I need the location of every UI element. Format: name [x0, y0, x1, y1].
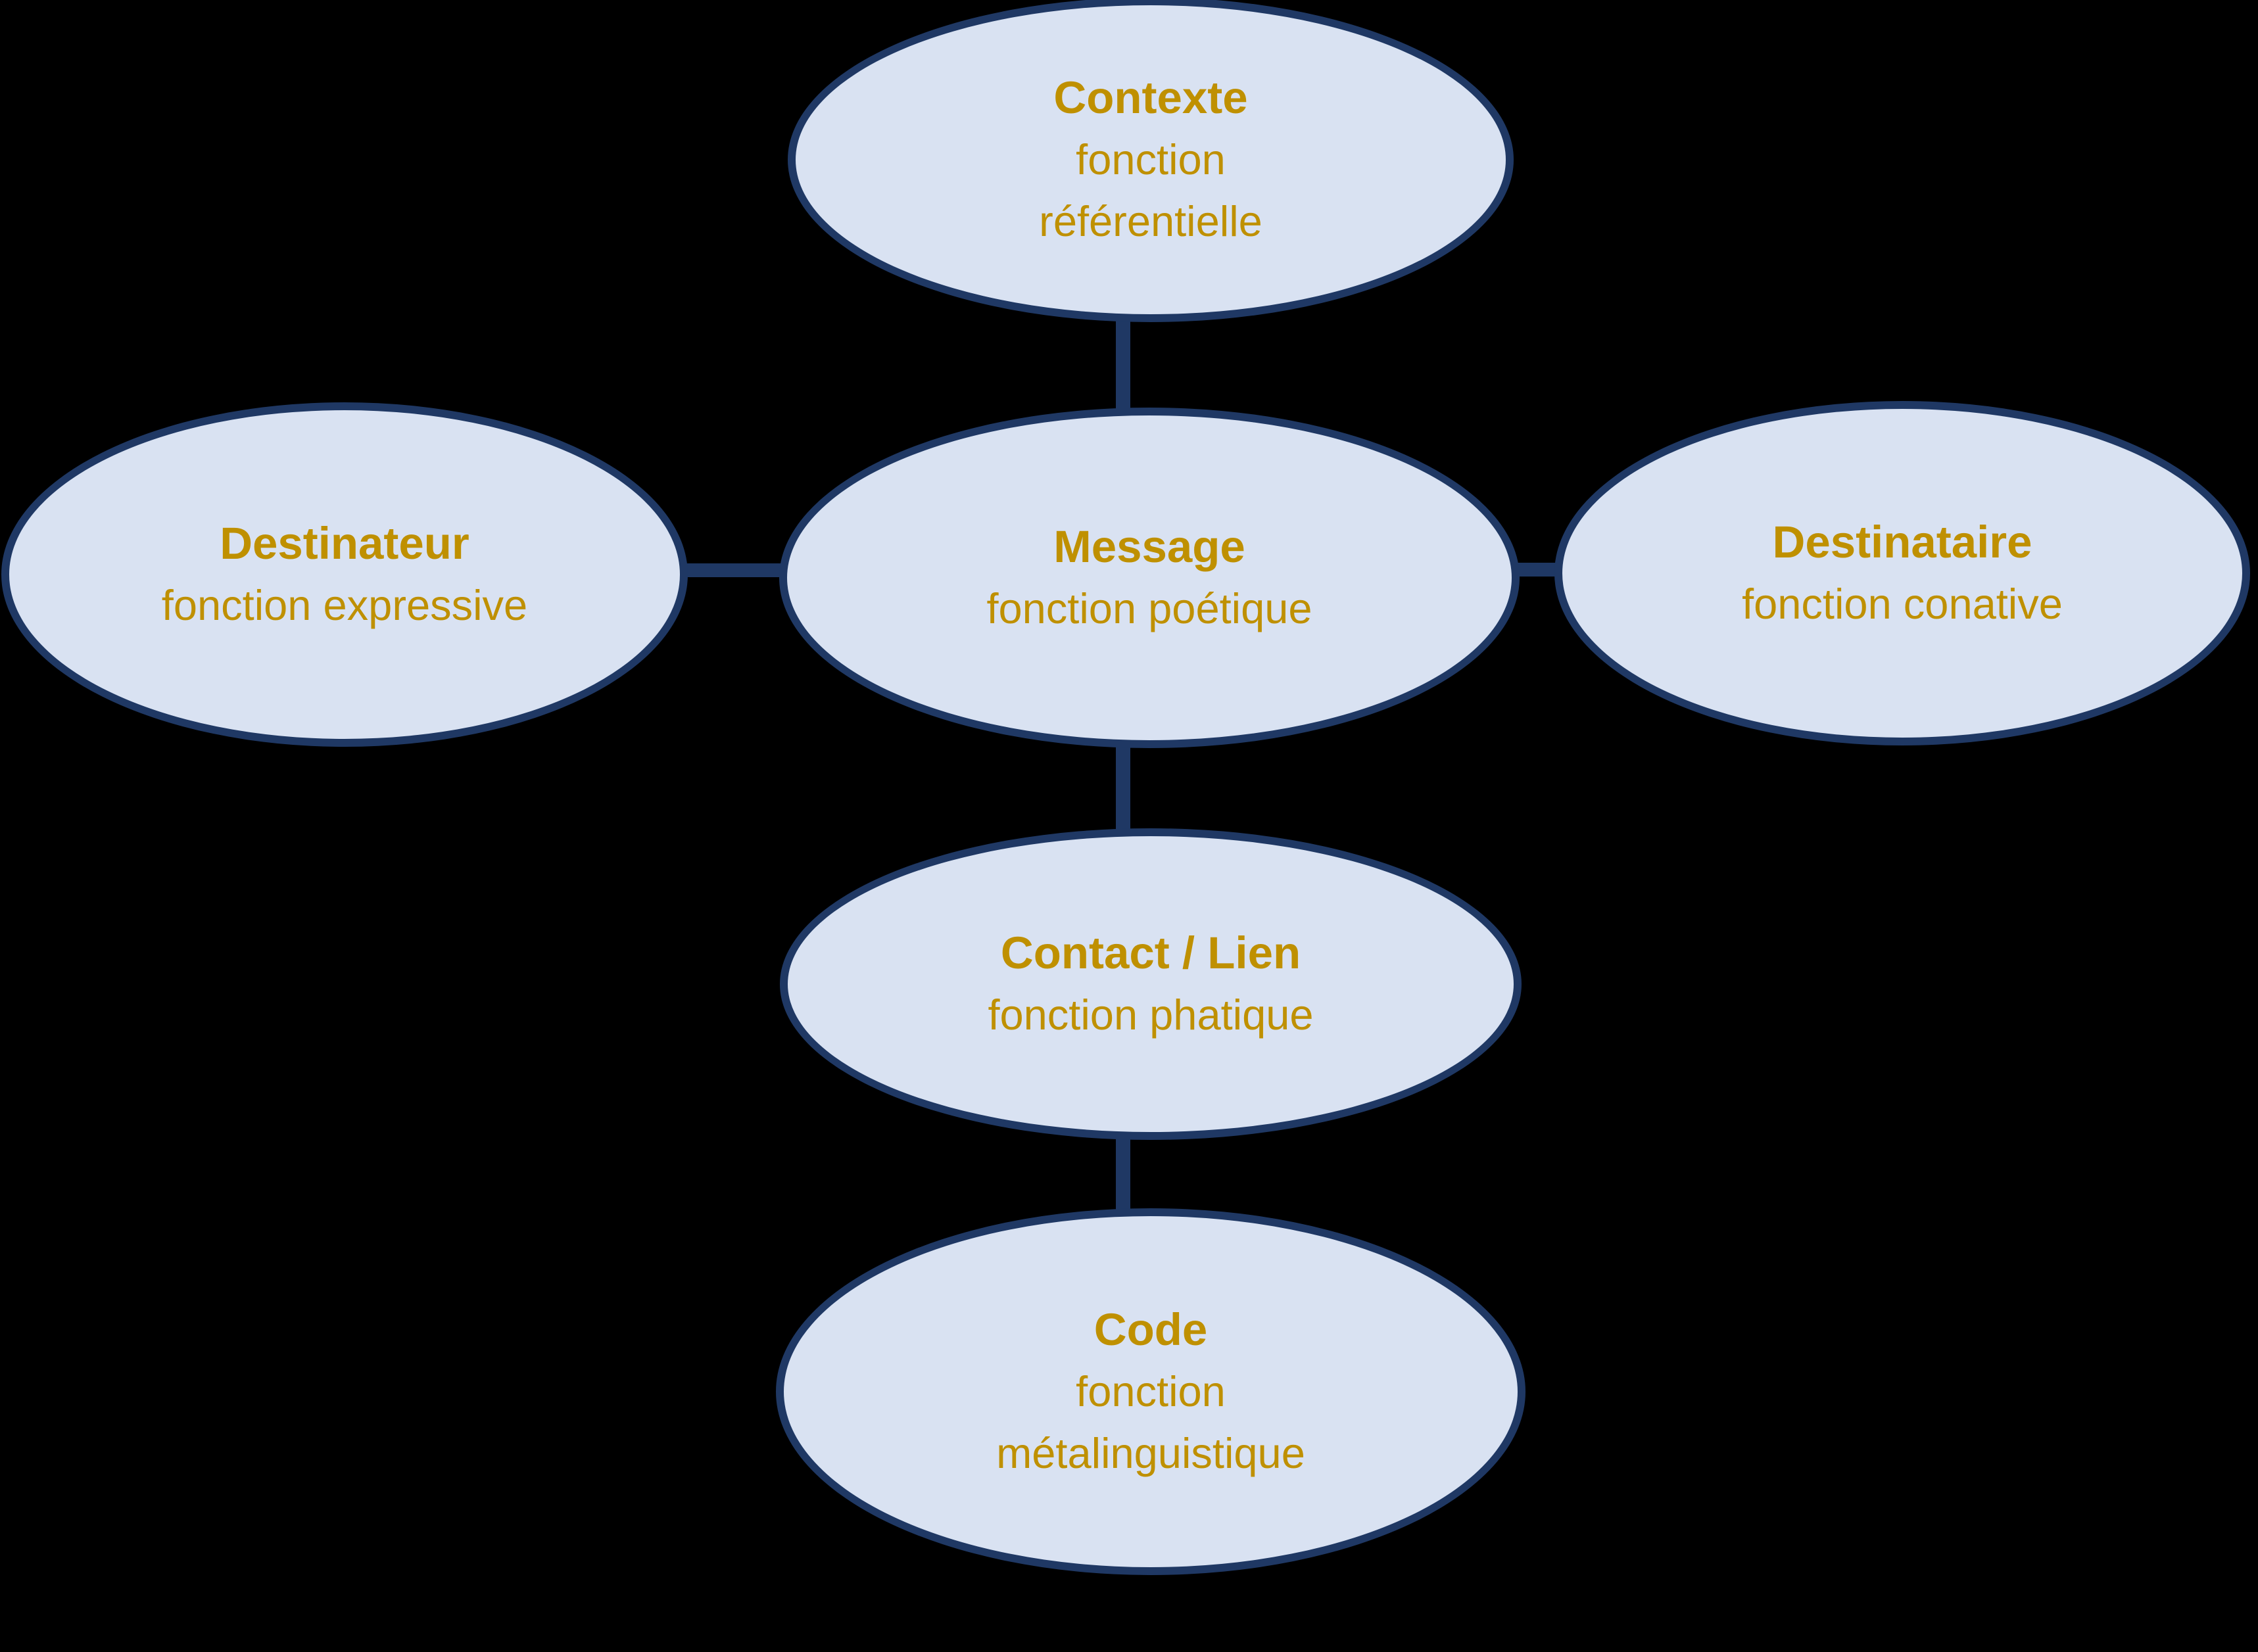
- node-subtitle: fonction poétique: [986, 584, 1312, 632]
- node-title: Destinateur: [220, 518, 469, 569]
- node-title: Message: [1053, 521, 1245, 572]
- node-subtitle: fonction expressive: [161, 581, 528, 629]
- node-contact-lien: Contact / Lien fonction phatique: [780, 828, 1522, 1140]
- node-subtitle: fonction métalinguistique: [996, 1367, 1305, 1477]
- node-title: Contexte: [1053, 72, 1248, 123]
- node-contexte: Contexte fonction référentielle: [788, 0, 1514, 322]
- node-subtitle: fonction conative: [1742, 580, 2063, 628]
- node-subtitle: fonction phatique: [988, 991, 1314, 1039]
- node-destinataire: Destinataire fonction conative: [1554, 401, 2250, 745]
- node-title: Code: [1093, 1304, 1208, 1355]
- node-message: Message fonction poétique: [779, 408, 1520, 748]
- node-subtitle: fonction référentielle: [1039, 135, 1262, 245]
- node-destinateur: Destinateur fonction expressive: [1, 402, 688, 747]
- node-title: Contact / Lien: [1000, 928, 1301, 978]
- node-code: Code fonction métalinguistique: [776, 1208, 1525, 1575]
- node-title: Destinataire: [1772, 517, 2032, 567]
